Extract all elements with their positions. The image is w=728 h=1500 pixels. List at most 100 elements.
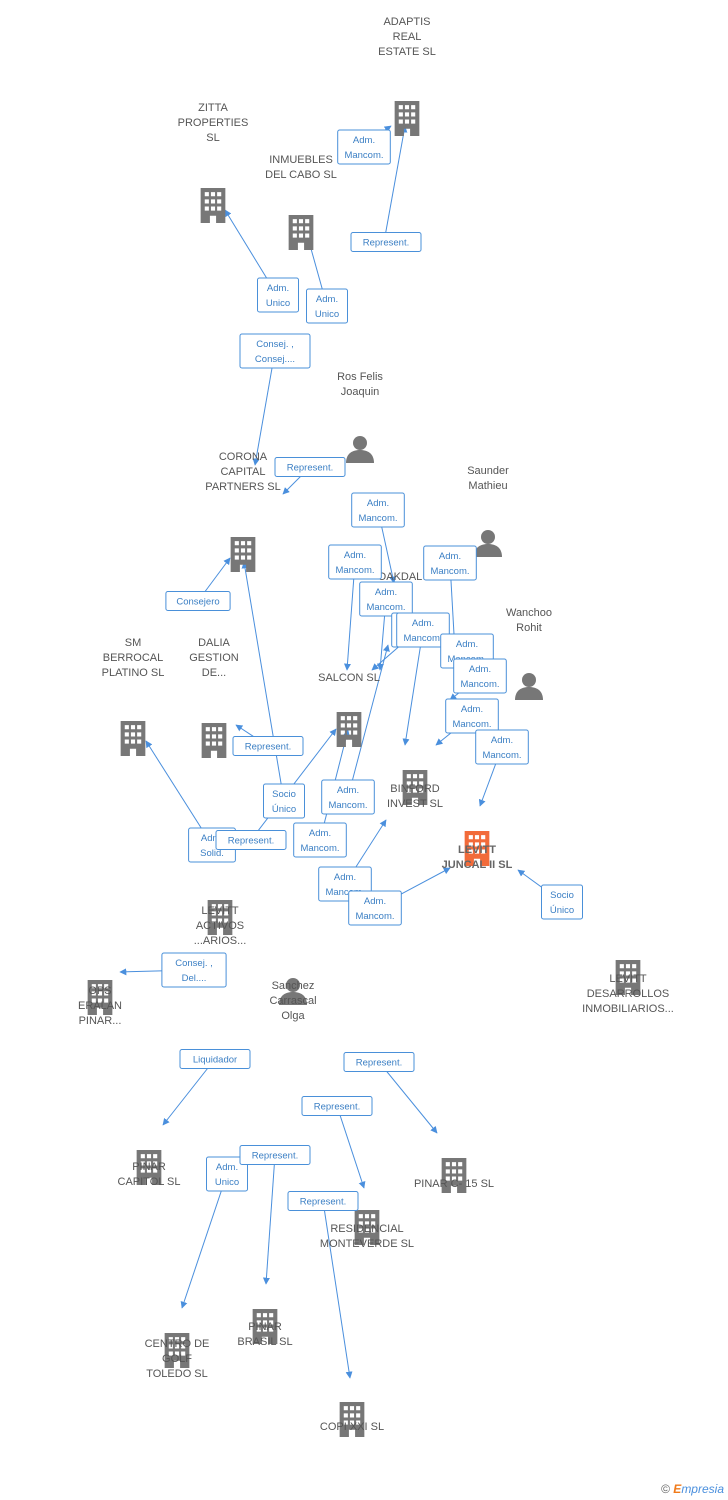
edge-label[interactable]: Adm.Mancom. — [348, 890, 402, 926]
node-label-line: SL — [206, 132, 219, 144]
node-copixxi[interactable]: COPI XXI SL — [320, 1402, 384, 1437]
edge-label[interactable]: Represent. — [215, 830, 287, 850]
node-oakdale[interactable]: OAKDAL — [378, 571, 423, 583]
brand-logo-initial: E — [673, 1482, 682, 1496]
node-label-line: PINAR... — [79, 1015, 122, 1027]
edge-label-box — [232, 736, 304, 756]
edge-label[interactable]: Consejero — [165, 591, 231, 611]
company-building-icon — [230, 537, 256, 572]
edge-label[interactable]: Adm.Mancom. — [337, 129, 391, 165]
node-label-line: CORONA — [219, 451, 268, 463]
node-label-line: OAKDAL — [378, 571, 423, 583]
edge-label[interactable]: Adm.Mancom. — [328, 544, 382, 580]
relationship-edge — [322, 1200, 353, 1379]
node-label-line: Saunder — [467, 465, 509, 477]
edge-label-text: Mancom. — [403, 633, 442, 644]
edge-label[interactable]: Adm.Mancom. — [321, 779, 375, 815]
edge-label[interactable]: Represent. — [301, 1096, 373, 1116]
edge-label[interactable]: Adm.Mancom. — [396, 612, 450, 648]
edge-label-text: Unico — [215, 1177, 239, 1188]
node-levittactivos[interactable]: LEVITTACTIVOS...ARIOS... — [194, 900, 247, 947]
edge-label-box — [206, 1156, 248, 1192]
node-levittdesarrollos[interactable]: LEVITTDESARROLLOSINMOBILIARIOS... — [582, 960, 674, 1015]
node-label-line: ESTATE SL — [378, 46, 436, 58]
edge-label[interactable]: Adm.Mancom. — [453, 658, 507, 694]
edge-label[interactable]: Represent. — [232, 736, 304, 756]
node-dalia[interactable]: DALIAGESTIONDE... — [189, 637, 239, 758]
edge-label[interactable]: Represent. — [274, 457, 346, 477]
edge-label[interactable]: Liquidador — [179, 1049, 251, 1069]
edge-label-text: Adm. — [334, 872, 356, 883]
node-label-line: ...ARIOS... — [194, 935, 247, 947]
node-label-line: LEVITT — [201, 905, 239, 917]
node-label-line: PARTNERS SL — [205, 481, 280, 493]
edge-label-text: Mancom. — [300, 843, 339, 854]
edge-label-box — [306, 288, 348, 324]
edge-label-text: Adm. — [461, 704, 483, 715]
edge-label[interactable]: Consej. ,Consej.... — [239, 333, 311, 369]
edge-label[interactable]: Adm.Unico — [306, 288, 348, 324]
edge-label[interactable]: Represent. — [287, 1191, 359, 1211]
relationship-edge — [336, 1105, 366, 1189]
edge-label-text: Represent. — [363, 238, 409, 249]
node-ops[interactable]: OPSERALANPINAR... — [78, 980, 122, 1027]
edge-label[interactable]: Represent. — [343, 1052, 415, 1072]
node-salcon[interactable]: SALCON SL — [318, 672, 380, 747]
edge-label[interactable]: Adm.Mancom. — [359, 581, 413, 617]
edge-label-text: Represent. — [300, 1197, 346, 1208]
edge-label[interactable]: Adm.Mancom. — [475, 729, 529, 765]
edge-label[interactable]: Represent. — [239, 1145, 311, 1165]
relationship-edge — [347, 644, 390, 798]
node-label-line: PLATINO SL — [102, 667, 165, 679]
edge-label[interactable]: Adm.Mancom. — [423, 545, 477, 581]
edge-label[interactable]: Adm.Unico — [206, 1156, 248, 1192]
edge-label-text: Adm. — [469, 664, 491, 675]
edge-label-text: Represent. — [245, 742, 291, 753]
edge-label[interactable]: Consej. ,Del.... — [161, 952, 227, 988]
edge-label[interactable]: Adm.Mancom. — [293, 822, 347, 858]
edge-label-box — [328, 544, 382, 580]
node-label-line: CENTRO DE — [145, 1338, 210, 1350]
edge-label-text: Socio — [272, 789, 296, 800]
node-pinarc15[interactable]: PINAR C- 15 SL — [414, 1158, 494, 1193]
node-label-line: GESTION — [189, 652, 239, 664]
edge-label[interactable]: Adm.Unico — [257, 277, 299, 313]
node-label-line: OPS — [88, 985, 111, 997]
node-label-line: REAL — [393, 31, 422, 43]
node-label-line: Sanchez — [272, 980, 315, 992]
edge-label-box — [541, 884, 583, 920]
node-label-line: PINAR C- 15 SL — [414, 1178, 494, 1190]
edge-label[interactable]: Adm.Mancom. — [445, 698, 499, 734]
company-building-icon — [288, 215, 314, 250]
edge-label-text: Liquidador — [193, 1055, 237, 1066]
node-label-line: Carrascal — [269, 995, 316, 1007]
edge-label[interactable]: Adm.Mancom. — [351, 492, 405, 528]
edge-label[interactable]: Represent. — [350, 232, 422, 252]
node-label-line: LEVITT — [609, 973, 647, 985]
node-label-line: Rohit — [516, 622, 542, 634]
node-label-line: COPI XXI SL — [320, 1421, 384, 1433]
edge-label-box — [274, 457, 346, 477]
edge-label-box — [165, 591, 231, 611]
node-label-line: Ros Felis — [337, 371, 383, 383]
edge-label-text: Adm. — [267, 283, 289, 294]
edge-label-text: Unico — [315, 309, 339, 320]
